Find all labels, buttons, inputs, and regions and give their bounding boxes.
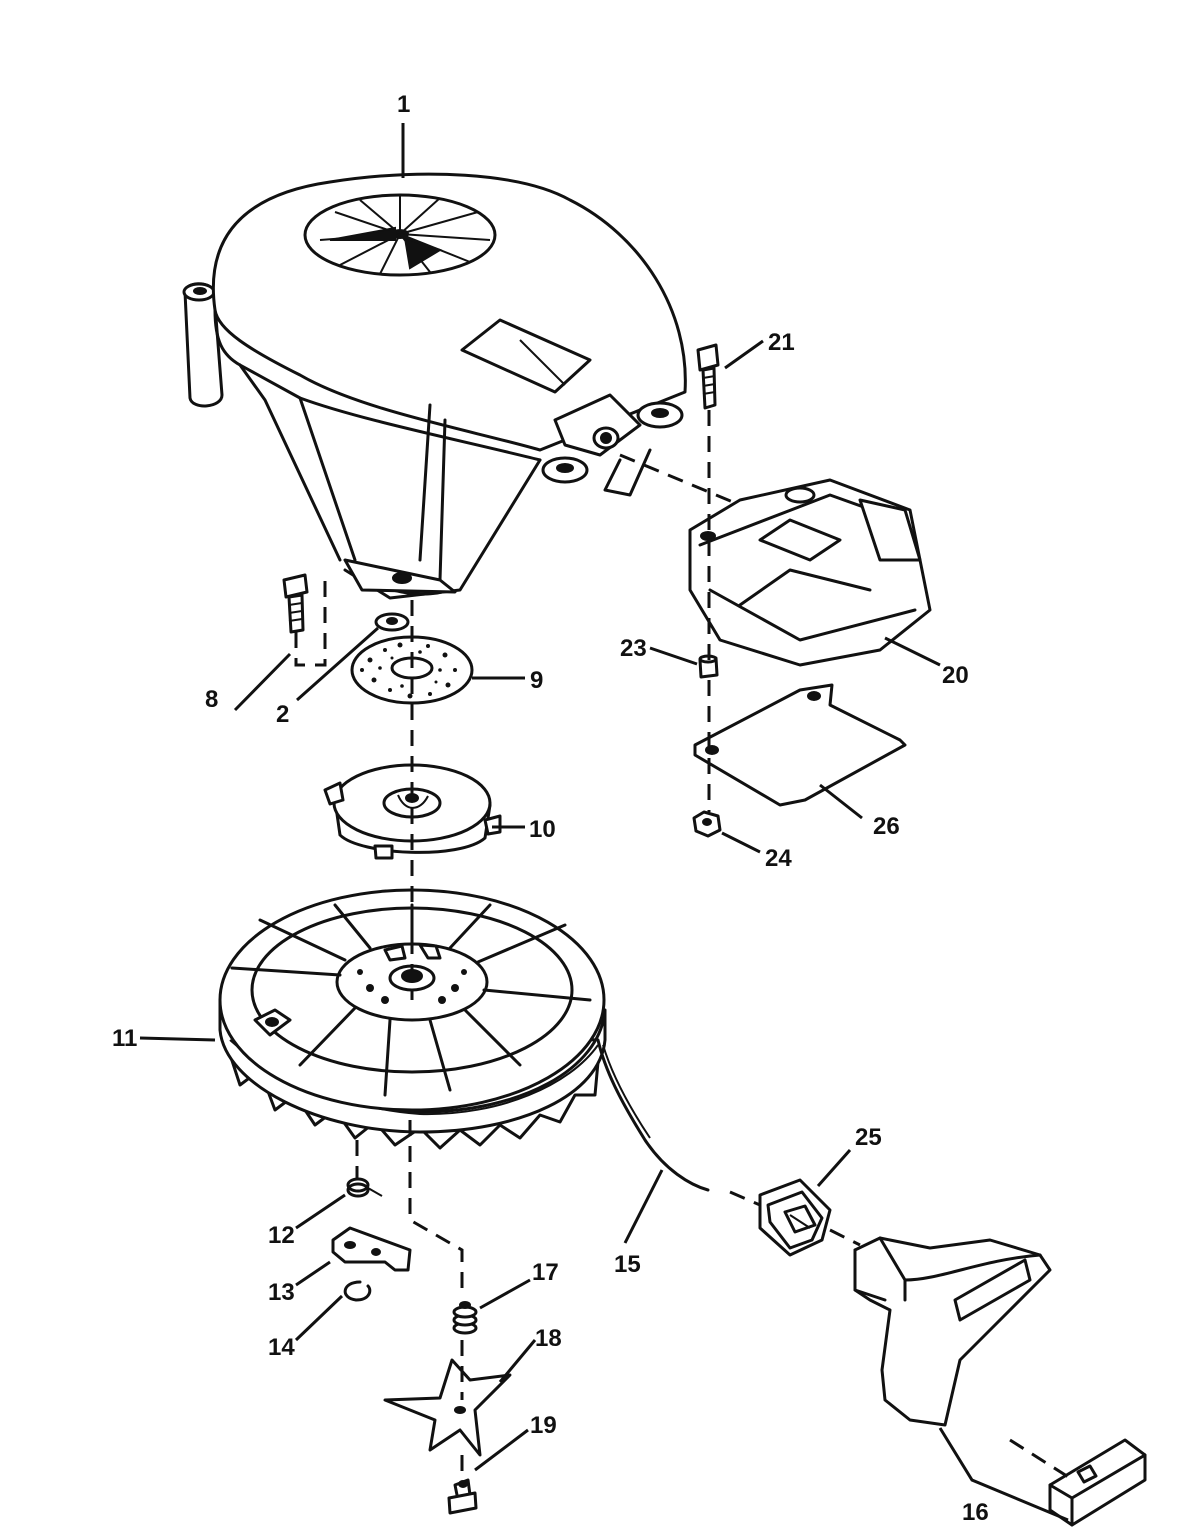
bolt-21 [696,343,720,410]
callout-23: 23 [620,635,647,662]
callout-14: 14 [268,1334,295,1361]
callout-9: 9 [530,667,543,694]
callout-19: 19 [530,1412,557,1439]
retainer-14 [343,1280,372,1302]
callout-1: 1 [397,91,410,118]
callout-24: 24 [765,845,792,872]
callout-15: 15 [614,1251,641,1278]
bolt-8 [282,573,309,634]
callout-17: 17 [532,1259,559,1286]
callout-26: 26 [873,813,900,840]
starter-handle-16 [853,1236,1147,1527]
pawl-spring-12 [346,1177,383,1198]
nut-24 [692,810,722,838]
starter-housing [182,172,687,600]
callout-21: 21 [768,329,795,356]
callout-13: 13 [268,1279,295,1306]
spring-17 [452,1301,478,1335]
callout-8: 8 [205,686,218,713]
callout-18: 18 [535,1325,562,1352]
callout-2: 2 [276,701,289,728]
spring-cover-10 [323,763,502,860]
pulley-11 [218,888,710,1192]
callout-20: 20 [942,662,969,689]
assembly-centerlines [294,410,1071,1480]
washer-2 [374,612,410,632]
spacer-23 [698,654,719,679]
pawl-13 [331,1226,412,1272]
callout-10: 10 [529,816,556,843]
lockout-assembly [688,478,932,667]
screw-19 [447,1478,478,1515]
callout-labels: 1 21 8 2 9 10 11 12 13 14 15 16 17 18 19… [112,91,989,1526]
callout-16: 16 [962,1499,989,1526]
callout-12: 12 [268,1222,295,1249]
leader-lines [139,123,1069,1522]
plate-18 [383,1358,512,1457]
callout-25: 25 [855,1124,882,1151]
gasket-26 [693,683,907,807]
rope-guide-25 [758,1178,832,1257]
callout-11: 11 [112,1025,137,1052]
